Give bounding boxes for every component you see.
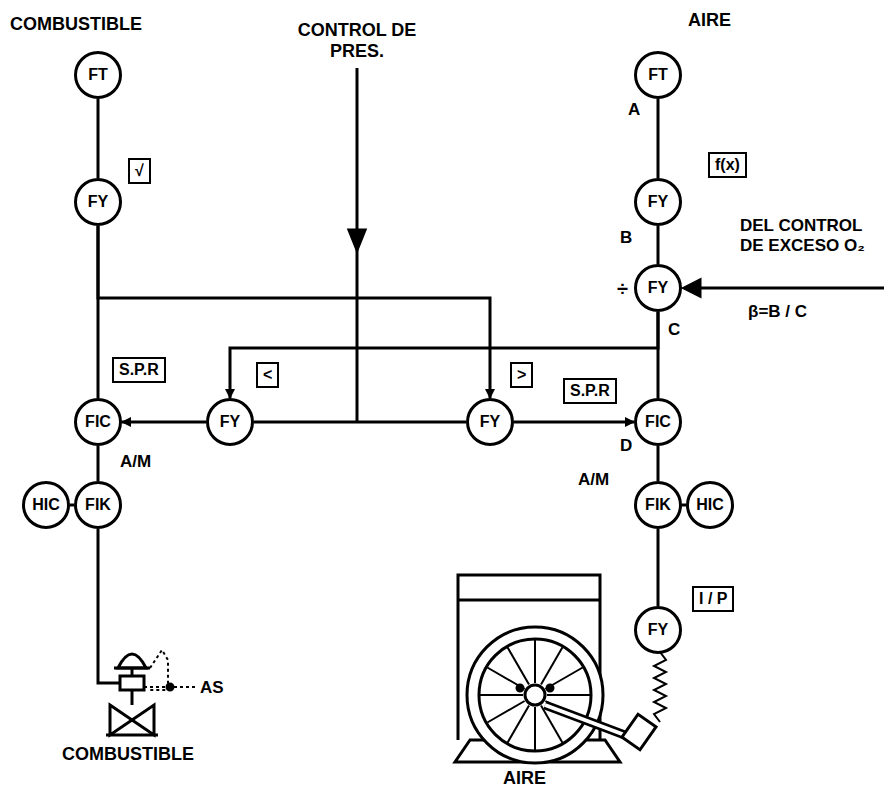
annotation-label: β=B / C — [748, 302, 807, 322]
function-box: I / P — [692, 586, 734, 612]
instrument-bubble: FT — [74, 51, 122, 99]
instrument-bubble: FY — [74, 178, 122, 226]
node-text: < — [263, 366, 272, 383]
node-text: FIC — [645, 413, 671, 431]
instrument-bubble: HIC — [22, 481, 70, 529]
instrument-bubble: FIK — [634, 481, 682, 529]
instrument-bubble: FY — [466, 398, 514, 446]
node-text: S.P.R — [119, 361, 159, 378]
node-text: I / P — [699, 590, 727, 607]
node-text: HIC — [696, 496, 724, 514]
signal-line — [657, 226, 660, 264]
function-box: f(x) — [708, 152, 747, 178]
function-box: > — [510, 362, 533, 388]
node-text: FY — [88, 193, 108, 211]
node-text: FIK — [645, 496, 671, 514]
instrument-bubble: FY — [634, 264, 682, 312]
annotation-label: COMBUSTIBLE — [62, 744, 194, 765]
signal-line — [230, 312, 658, 398]
signal-line — [122, 421, 206, 424]
function-box: S.P.R — [563, 378, 617, 404]
instrument-bubble: FIK — [74, 481, 122, 529]
signal-line — [657, 312, 660, 398]
node-text: √ — [135, 162, 144, 179]
annotation-label: CONTROL DE PRES. — [292, 20, 422, 61]
instrument-bubble: FY — [206, 398, 254, 446]
instrument-bubble: FIC — [74, 398, 122, 446]
annotation-label: B — [620, 228, 632, 248]
function-box: √ — [128, 158, 151, 184]
instrument-bubble: HIC — [686, 481, 734, 529]
node-text: FY — [480, 413, 500, 431]
function-box: < — [256, 362, 279, 388]
node-text: f(x) — [715, 156, 740, 173]
instrument-bubble: FT — [634, 51, 682, 99]
instrument-bubble: FY — [634, 606, 682, 654]
annotation-label: D — [620, 436, 632, 456]
annotation-label: AIRE — [503, 768, 546, 789]
node-text: HIC — [32, 496, 60, 514]
node-text: FY — [648, 279, 668, 297]
annotation-label: A — [628, 100, 640, 120]
node-text: FT — [88, 66, 108, 84]
annotation-label: AIRE — [688, 10, 731, 31]
annotation-label: C — [668, 320, 680, 340]
signal-line — [98, 226, 490, 398]
annotation-label: A/M — [120, 452, 151, 472]
signal-line — [657, 529, 660, 606]
node-text: FIC — [85, 413, 111, 431]
signal-line — [97, 99, 100, 178]
annotation-label: DEL CONTROL DE EXCESO O₂ — [740, 216, 868, 255]
node-text: S.P.R — [570, 382, 610, 399]
annotation-label: ÷ — [617, 278, 628, 301]
signal-line — [514, 421, 634, 424]
signal-line — [657, 99, 660, 178]
annotation-label: A/M — [578, 470, 609, 490]
instrument-bubble: FY — [634, 178, 682, 226]
node-text: FY — [648, 193, 668, 211]
node-text: FT — [648, 66, 668, 84]
node-text: FIK — [85, 496, 111, 514]
node-text: > — [517, 366, 526, 383]
function-box: S.P.R — [112, 357, 166, 383]
annotation-label: COMBUSTIBLE — [10, 14, 142, 35]
signal-line — [97, 446, 100, 481]
node-text: FY — [648, 621, 668, 639]
annotation-label: AS — [200, 678, 224, 698]
node-text: FY — [220, 413, 240, 431]
signal-line — [657, 446, 660, 481]
instrument-bubble: FIC — [634, 398, 682, 446]
